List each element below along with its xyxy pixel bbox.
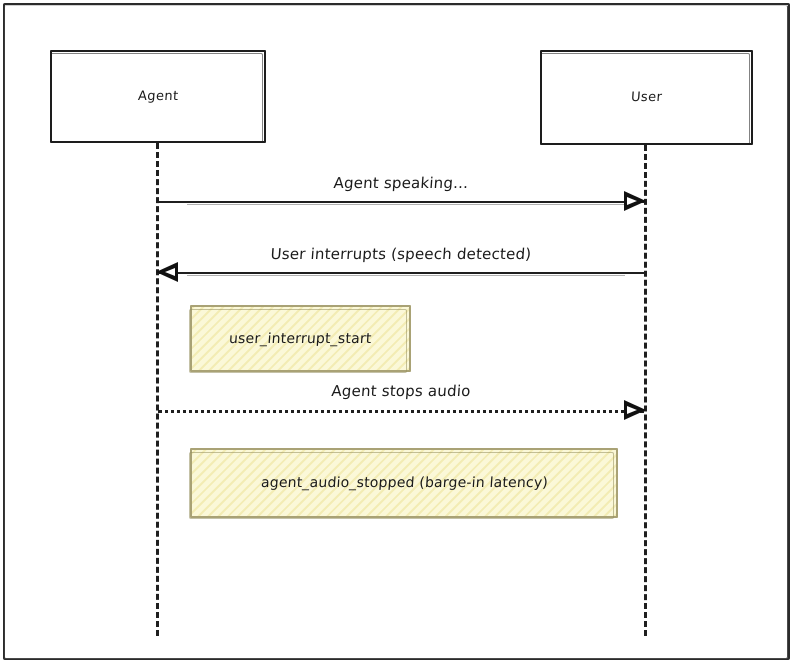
message-agent-stops-audio-label: Agent stops audio [330, 382, 472, 400]
participant-user[interactable]: User [540, 50, 753, 145]
message-user-interrupts-label: User interrupts (speech detected) [270, 245, 532, 263]
message-user-interrupts-line [158, 272, 644, 276]
arrowhead-left-icon [156, 262, 178, 282]
message-agent-speaking-line [158, 201, 644, 205]
diagram-frame [3, 3, 790, 660]
message-agent-stops-audio-line [158, 410, 644, 413]
note-user-interrupt-start-label: user_interrupt_start [228, 330, 373, 347]
lifeline-user [644, 145, 647, 636]
note-agent-audio-stopped-label: agent_audio_stopped (barge-in latency) [259, 475, 549, 491]
participant-agent-label: Agent [137, 89, 179, 104]
arrowhead-right-icon [624, 191, 646, 211]
lifeline-agent [156, 143, 159, 636]
participant-user-label: User [630, 90, 663, 105]
note-agent-audio-stopped[interactable]: agent_audio_stopped (barge-in latency) [189, 448, 618, 519]
arrowhead-right-icon [624, 400, 646, 420]
participant-agent[interactable]: Agent [50, 50, 266, 143]
note-user-interrupt-start[interactable]: user_interrupt_start [189, 305, 411, 373]
message-agent-speaking-label: Agent speaking… [332, 174, 470, 192]
